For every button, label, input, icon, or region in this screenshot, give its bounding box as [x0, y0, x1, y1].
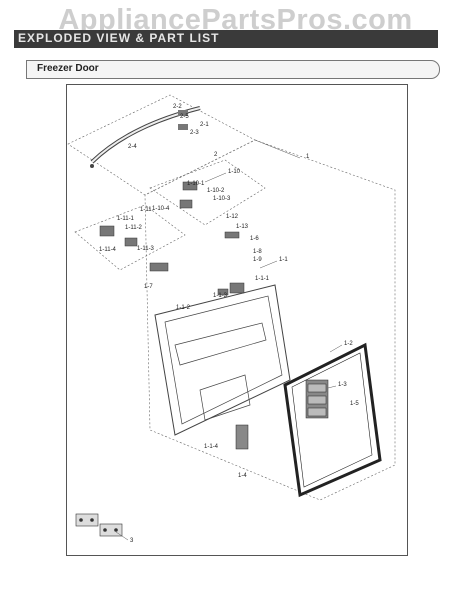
- page-header-bar: EXPLODED VIEW & PART LIST: [14, 30, 438, 48]
- callout-1-1-3: 1-1-3: [213, 293, 228, 299]
- callout-1-7: 1-7: [144, 284, 153, 290]
- cap-assembly-box: [149, 159, 266, 226]
- callout-2-4: 2-4: [128, 144, 137, 150]
- callout-1-4: 1-4: [238, 473, 247, 479]
- callout-1-1-1: 1-1-1: [255, 276, 270, 282]
- callout-1-11-2: 1-11-2: [125, 225, 143, 231]
- handle-assembly-box: [67, 94, 256, 196]
- door-liner: [154, 284, 291, 436]
- callout-1-1: 1-1: [279, 257, 288, 263]
- callout-2-5: 2-5: [180, 114, 189, 120]
- callout-1-13: 1-13: [236, 224, 249, 230]
- callout-1-3: 1-3: [338, 382, 347, 388]
- spare-hinges: [75, 513, 123, 537]
- callout-2: 2: [214, 152, 218, 158]
- door-assembly-box: [144, 139, 396, 501]
- handle: [90, 106, 201, 168]
- callout-1-11-3: 1-11-3: [137, 246, 155, 252]
- leader-lines: [115, 139, 343, 541]
- callout-1-1-4: 1-1-4: [204, 444, 219, 450]
- callout-2-2: 2-2: [173, 104, 182, 110]
- callout-labels: 1 2 3 2-2 2-5 2-1 2-3 2-4 1-10 1-10-1 1-…: [99, 104, 359, 544]
- callout-3: 3: [130, 538, 134, 544]
- callout-2-3: 2-3: [190, 130, 199, 136]
- hinge-parts: [99, 181, 245, 296]
- diagram-frame: [66, 84, 408, 556]
- section-title: Freezer Door: [37, 63, 99, 74]
- door-gasket: [283, 342, 382, 498]
- callout-1-8: 1-8: [253, 249, 262, 255]
- callout-1-1-2: 1-1-2: [176, 305, 191, 311]
- callout-1-12: 1-12: [226, 214, 239, 220]
- callout-1-2: 1-2: [344, 341, 353, 347]
- section-header: Freezer Door: [26, 60, 440, 79]
- callout-1-10: 1-10: [228, 169, 241, 175]
- callout-1-11-4: 1-11-4: [99, 247, 117, 253]
- callout-1: 1: [306, 154, 310, 160]
- callout-1-11-1: 1-11-1: [117, 216, 135, 222]
- callout-1-5: 1-5: [350, 401, 359, 407]
- callout-1-10-4: 1-10-4: [152, 206, 170, 212]
- callout-1-9: 1-9: [253, 257, 262, 263]
- page-title: EXPLODED VIEW & PART LIST: [18, 31, 220, 45]
- callout-2-1: 2-1: [200, 122, 209, 128]
- callout-1-10-3: 1-10-3: [213, 196, 231, 202]
- callout-1-6: 1-6: [250, 236, 259, 242]
- callout-1-11: 1-11: [140, 207, 152, 213]
- callout-1-10-1: 1-10-1: [187, 181, 205, 187]
- door-bin: [235, 379, 329, 450]
- hinge-assembly-box: [74, 204, 186, 271]
- callout-1-10-2: 1-10-2: [207, 188, 225, 194]
